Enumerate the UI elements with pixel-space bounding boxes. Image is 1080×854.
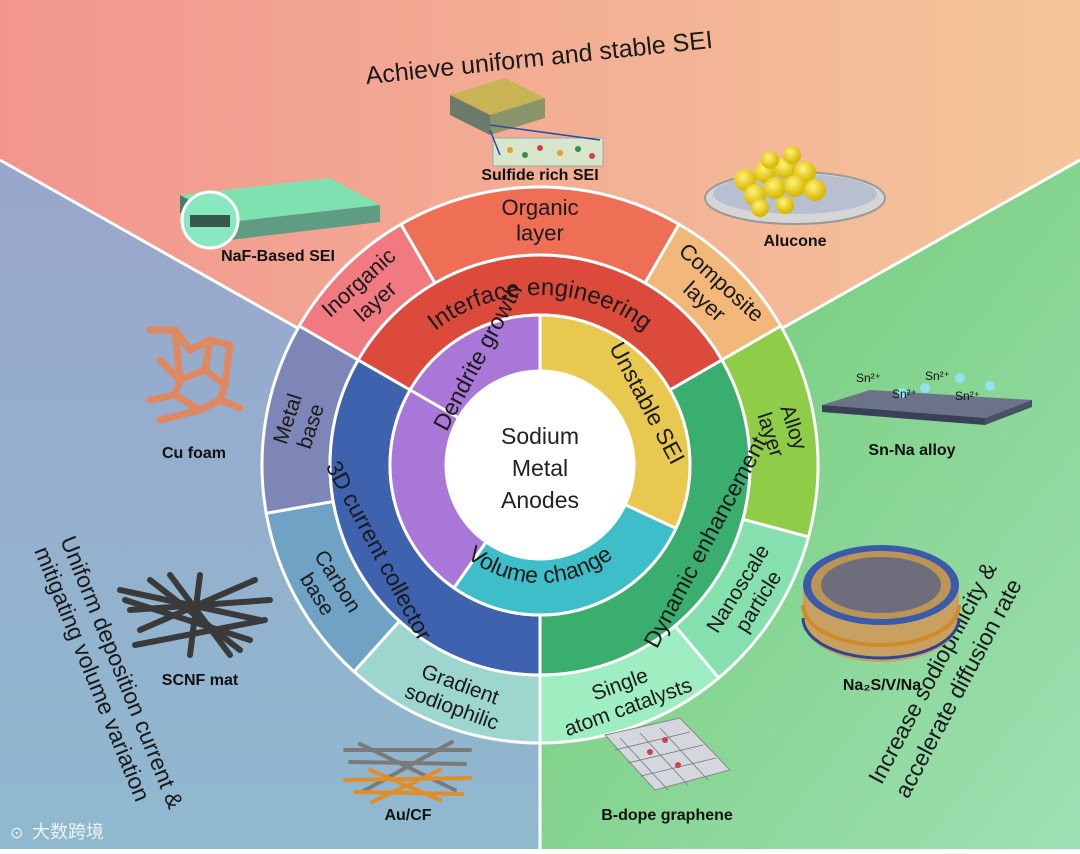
au-cf-illustration	[343, 740, 472, 804]
center-title-line1: Sodium	[501, 423, 579, 449]
caption-na2s-v-na: Na₂S/V/Na	[843, 677, 921, 694]
caption-alucone: Alucone	[763, 233, 826, 250]
scnf-mat-illustration	[117, 572, 273, 658]
center-title-line3: Anodes	[501, 487, 579, 513]
caption-sulfide-sei: Sulfide rich SEI	[481, 167, 598, 184]
seg-unstable-sei	[538, 313, 692, 531]
caption-scnf-mat: SCNF mat	[162, 672, 239, 689]
watermark-text: 大数跨境	[32, 822, 104, 842]
caption-naf-sei: NaF-Based SEI	[221, 248, 335, 265]
label-organic-layer-line: layer	[516, 220, 564, 245]
center-disc	[446, 371, 634, 559]
caption-cu-foam: Cu foam	[162, 445, 226, 462]
sn-na-illustration	[822, 373, 1032, 425]
outer-ring	[260, 185, 820, 745]
ion-label: Sn²⁺	[925, 369, 950, 383]
inner-ring	[388, 313, 692, 617]
alucone-illustration	[704, 146, 886, 225]
caption-au-cf: Au/CF	[384, 807, 431, 824]
watermark: ⊙ 大数跨境	[10, 822, 104, 842]
ion-label: Sn²⁺	[955, 389, 980, 403]
label-organic-layer-line: Organic	[501, 195, 578, 220]
na2s-illustration	[801, 545, 961, 662]
caption-sn-na-alloy: Sn-Na alloy	[868, 442, 955, 459]
watermark-logo-icon: ⊙	[10, 825, 23, 842]
naf-sei-illustration	[180, 178, 380, 250]
sulfide-sei-illustration	[450, 78, 604, 167]
ion-label: Sn²⁺	[856, 371, 881, 385]
caption-b-dope-graphene: B-dope graphene	[601, 807, 733, 824]
cu-foam-illustration	[146, 326, 244, 424]
center-title-line2: Metal	[512, 455, 568, 481]
ion-label: Sn²⁺	[892, 387, 917, 401]
b-dope-graphene-illustration	[604, 717, 731, 791]
